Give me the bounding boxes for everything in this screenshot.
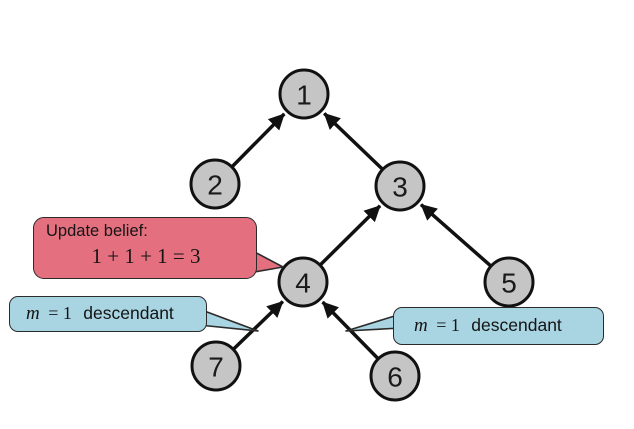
- callout-descendant-left-bubble: m = 1 descendant: [9, 296, 207, 332]
- tree-node-circle-2: [189, 158, 241, 210]
- tree-node-6: 6: [369, 350, 421, 402]
- callout-descendant-right: m = 1 descendant: [345, 307, 604, 345]
- callout-descendant-left: m = 1 descendant: [9, 296, 259, 332]
- tree-edge-5-to-3: [419, 203, 494, 269]
- tree-node-label-2: 2: [207, 170, 223, 201]
- callout-update-belief: Update belief: 1 + 1 + 1 = 3: [33, 217, 284, 279]
- tree-edge-7-to-4: [230, 300, 285, 352]
- tree-node-2: 2: [189, 158, 241, 210]
- tree-nodes: 1 2 3 4 5 6 7: [189, 68, 535, 402]
- tree-node-label-7: 7: [208, 352, 224, 383]
- tree-node-circle-7: [190, 340, 242, 392]
- update-belief-equation: 1 + 1 + 1 = 3: [91, 244, 201, 268]
- tree-node-circle-4: [277, 256, 329, 308]
- tree-node-label-5: 5: [501, 268, 517, 299]
- tree-node-circle-5: [483, 256, 535, 308]
- tree-node-label-1: 1: [296, 80, 312, 111]
- tree-node-5: 5: [483, 256, 535, 308]
- tree-node-circle-3: [374, 160, 426, 212]
- descendant-left-eq: = 1: [48, 303, 72, 323]
- tree-edge-4-to-3: [317, 204, 382, 268]
- tree-edge-3-to-1: [323, 112, 386, 173]
- tree-node-circle-1: [278, 68, 330, 120]
- descendant-right-text: descendant: [471, 315, 562, 335]
- descendant-left-var: m: [26, 303, 40, 324]
- tree-node-label-6: 6: [387, 362, 403, 393]
- callout-update-belief-bubble: Update belief: 1 + 1 + 1 = 3: [33, 217, 257, 279]
- tree-node-7: 7: [190, 340, 242, 392]
- descendant-right-eq: = 1: [436, 315, 460, 335]
- update-belief-label: Update belief:: [46, 222, 148, 240]
- callout-descendant-right-bubble: m = 1 descendant: [393, 307, 604, 345]
- descendant-left-text: descendant: [83, 303, 174, 323]
- callout-descendant-left-tail-icon: [198, 308, 259, 332]
- descendant-right-var: m: [414, 315, 428, 336]
- tree-node-3: 3: [374, 160, 426, 212]
- tree-node-label-4: 4: [295, 268, 311, 299]
- tree-node-1: 1: [278, 68, 330, 120]
- tree-edge-2-to-1: [229, 112, 286, 170]
- tree-node-circle-6: [369, 350, 421, 402]
- tree-node-4: 4: [277, 256, 329, 308]
- tree-node-label-3: 3: [392, 172, 408, 203]
